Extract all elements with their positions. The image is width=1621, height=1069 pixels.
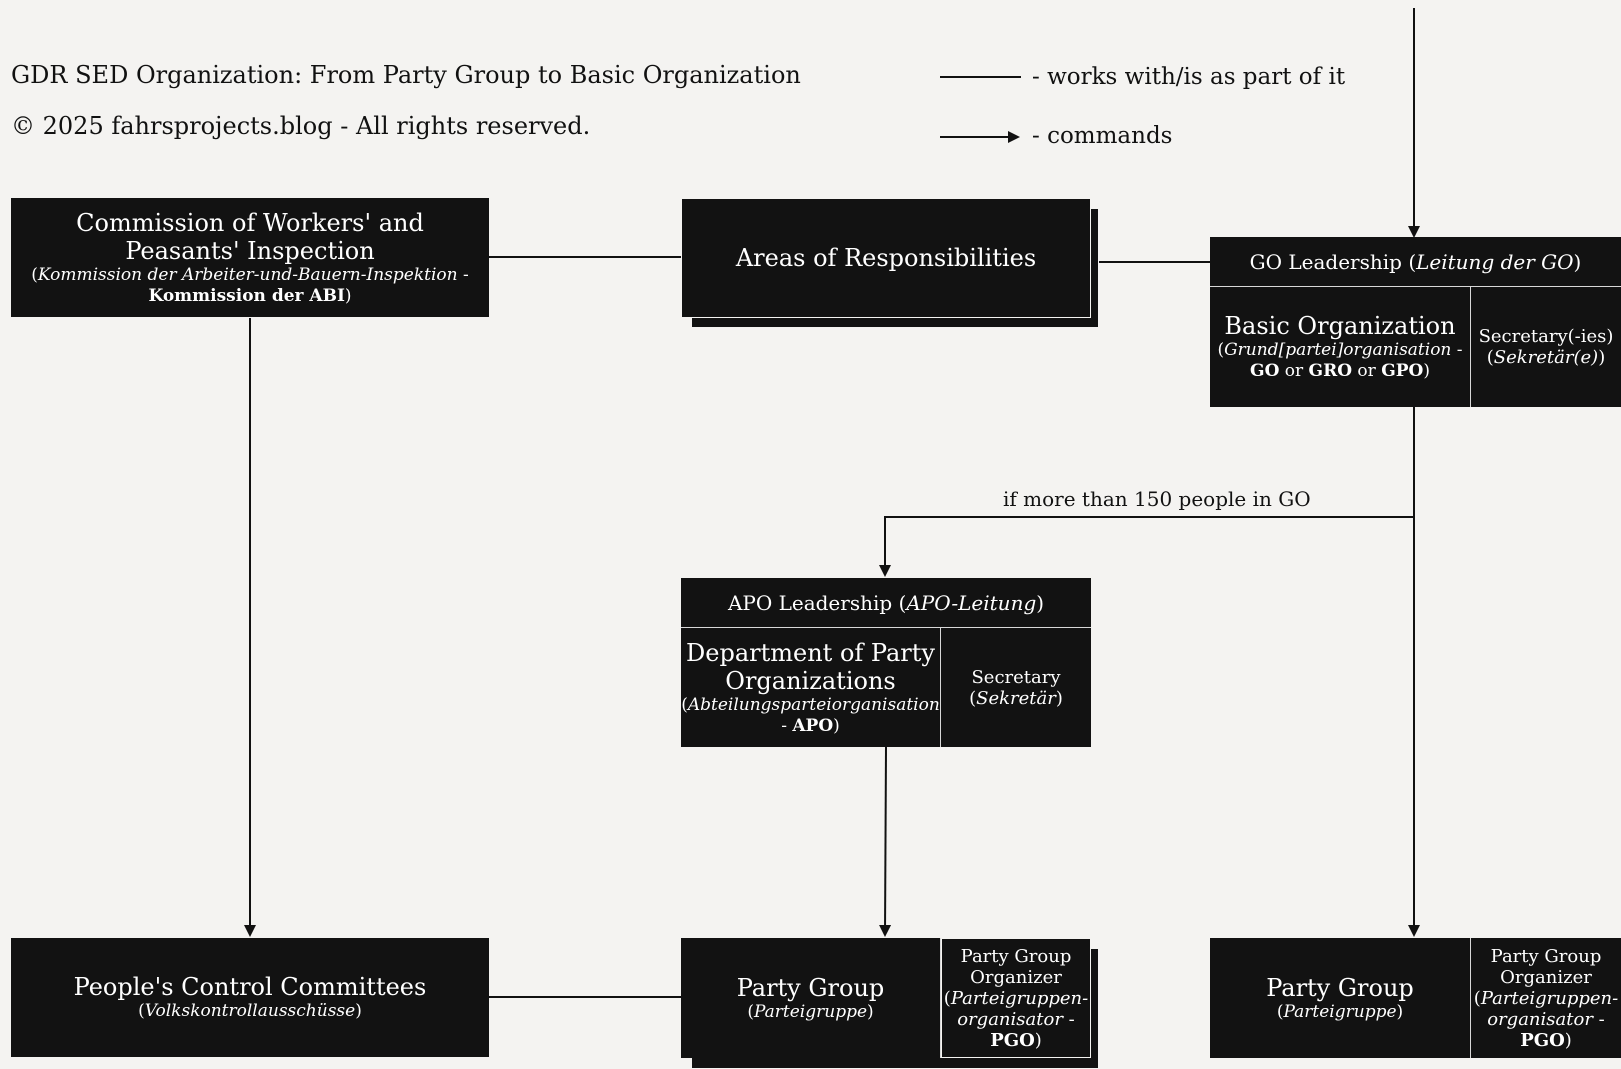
- node-pg-center-organizer-title: Party Group Organizer: [960, 945, 1072, 988]
- node-go-basic-organization: Basic Organization (Grund[partei]organis…: [1210, 287, 1471, 407]
- copyright-notice: © 2025 fahrsprojects.blog - All rights r…: [11, 112, 591, 140]
- node-pg-center-organizer: Party Group Organizer (Parteigruppen-org…: [941, 938, 1091, 1058]
- arrow-apo-pg-center: [879, 746, 892, 937]
- diagram-title: GDR SED Organization: From Party Group t…: [11, 61, 801, 89]
- node-abi-subtitle: (Kommission der Arbeiter-und-Bauern-Insp…: [31, 264, 469, 306]
- node-areas: Areas of Responsibilities: [681, 198, 1091, 318]
- node-pg-center-title: Party Group: [736, 973, 885, 1002]
- node-go-leadership: GO Leadership (Leitung der GO): [1210, 237, 1621, 287]
- node-pcc-subtitle: (Volkskontrollausschüsse): [138, 1001, 362, 1021]
- node-pcc: People's Control Committees (Volkskontro…: [11, 938, 489, 1057]
- node-apo-secretary: Secretary (Sekretär): [941, 628, 1091, 747]
- legend-arrow-label: - commands: [1032, 123, 1173, 149]
- node-areas-title: Areas of Responsibilities: [735, 244, 1037, 272]
- node-pg-right-organizer-title: Party Group Organizer: [1490, 945, 1602, 988]
- node-abi: Commission of Workers' and Peasants' Ins…: [11, 198, 489, 317]
- node-pg-right-title: Party Group: [1266, 973, 1414, 1002]
- node-go-secretary-title: Secretary(-ies): [1478, 326, 1614, 347]
- node-apo-title: Department of Party Organizations: [686, 638, 935, 695]
- node-apo-department: Department of Party Organizations (Abtei…: [681, 628, 941, 747]
- node-pg-right-subtitle: (Parteigruppe): [1276, 1001, 1404, 1022]
- node-pg-center: Party Group (Parteigruppe): [681, 938, 941, 1058]
- arrow-go-apo: [879, 516, 1414, 577]
- edge-label-go-apo: if more than 150 people in GO: [1003, 487, 1311, 511]
- node-apo-subtitle: (Abteilungsparteiorganisation - APO): [681, 694, 940, 736]
- node-pg-center-subtitle: (Parteigruppe): [747, 1001, 874, 1022]
- node-apo-secretary-title: Secretary: [971, 666, 1061, 688]
- node-go-title: Basic Organization: [1224, 312, 1456, 340]
- node-go-subtitle: (Grund[partei]organisation - GO or GRO o…: [1217, 340, 1463, 381]
- node-pcc-title: People's Control Committees: [73, 973, 427, 1001]
- node-abi-title: Commission of Workers' and Peasants' Ins…: [76, 208, 424, 265]
- node-apo-leadership: APO Leadership (APO-Leitung): [681, 578, 1091, 628]
- node-go-secretary: Secretary(-ies) (Sekretär(e)): [1471, 287, 1621, 407]
- legend-line-label: - works with/is as part of it: [1032, 64, 1346, 90]
- node-pg-right: Party Group (Parteigruppe): [1210, 938, 1471, 1058]
- node-pg-right-organizer: Party Group Organizer (Parteigruppen-org…: [1471, 938, 1621, 1058]
